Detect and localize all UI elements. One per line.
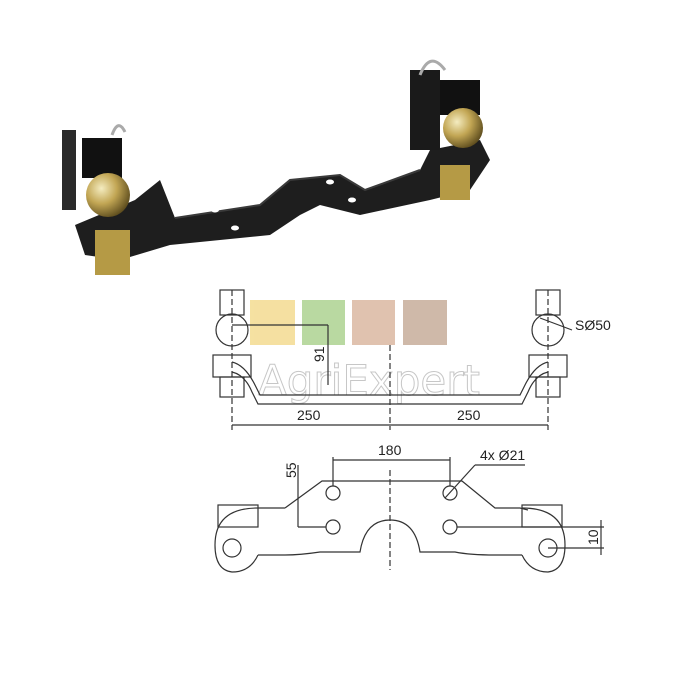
dim-91: 91 [311,346,327,362]
holes-label: 4x Ø21 [480,447,525,463]
dim-10: 10 [585,529,601,545]
tow-ball-right [443,108,483,148]
watermark: AgriExpert [250,300,480,406]
ball-size-label: SØ50 [575,317,611,333]
product-photo [62,59,490,275]
watermark-text: AgriExpert [258,356,480,405]
dim-180: 180 [378,442,402,458]
dim-55: 55 [283,462,299,478]
top-view [214,457,604,573]
tow-ball-left [86,173,130,217]
front-view [212,289,573,430]
dim-250-left: 250 [297,407,321,423]
dim-250-right: 250 [457,407,481,423]
